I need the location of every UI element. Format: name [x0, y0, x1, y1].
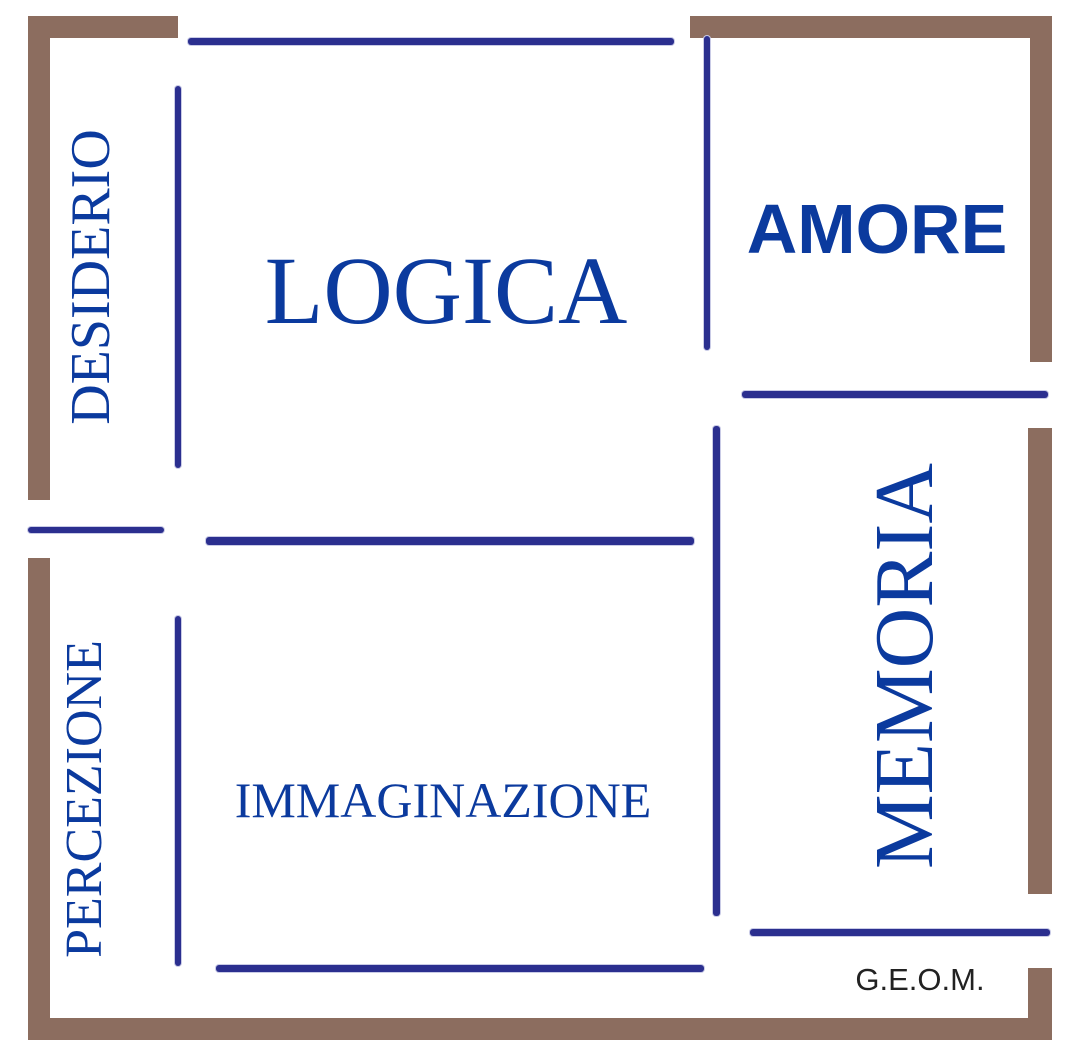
outer-wall-left-lower	[28, 558, 50, 1040]
partition-amore-bottom	[742, 391, 1048, 398]
partition-middle	[206, 537, 694, 545]
outer-wall-left-upper	[28, 16, 50, 500]
partition-top	[188, 38, 674, 45]
partition-memoria-left	[713, 426, 720, 916]
outer-wall-top-right	[690, 16, 1052, 38]
partition-bottom	[216, 965, 704, 972]
partition-memoria-bottom	[750, 929, 1050, 936]
room-label-logica: LOGICA	[264, 237, 628, 344]
partition-logica-left	[175, 86, 181, 468]
outer-wall-right-upper	[1030, 16, 1052, 362]
room-label-amore: AMORE	[746, 190, 1008, 268]
partition-immaginazione-left	[175, 616, 181, 966]
room-label-desiderio: DESIDERIO	[60, 129, 122, 425]
room-label-memoria: MEMORIA	[858, 463, 951, 870]
partition-logica-amore	[704, 36, 710, 350]
room-label-percezione: PERCEZIONE	[56, 640, 113, 958]
partition-left-door	[28, 527, 164, 533]
outer-wall-bottom	[28, 1018, 1052, 1040]
outer-wall-right-bottom	[1028, 968, 1052, 1040]
signature-label: G.E.O.M.	[855, 962, 985, 997]
outer-wall-top-left	[28, 16, 178, 38]
outer-wall-right-lower	[1028, 428, 1052, 894]
room-label-immaginazione: IMMAGINAZIONE	[234, 772, 652, 828]
